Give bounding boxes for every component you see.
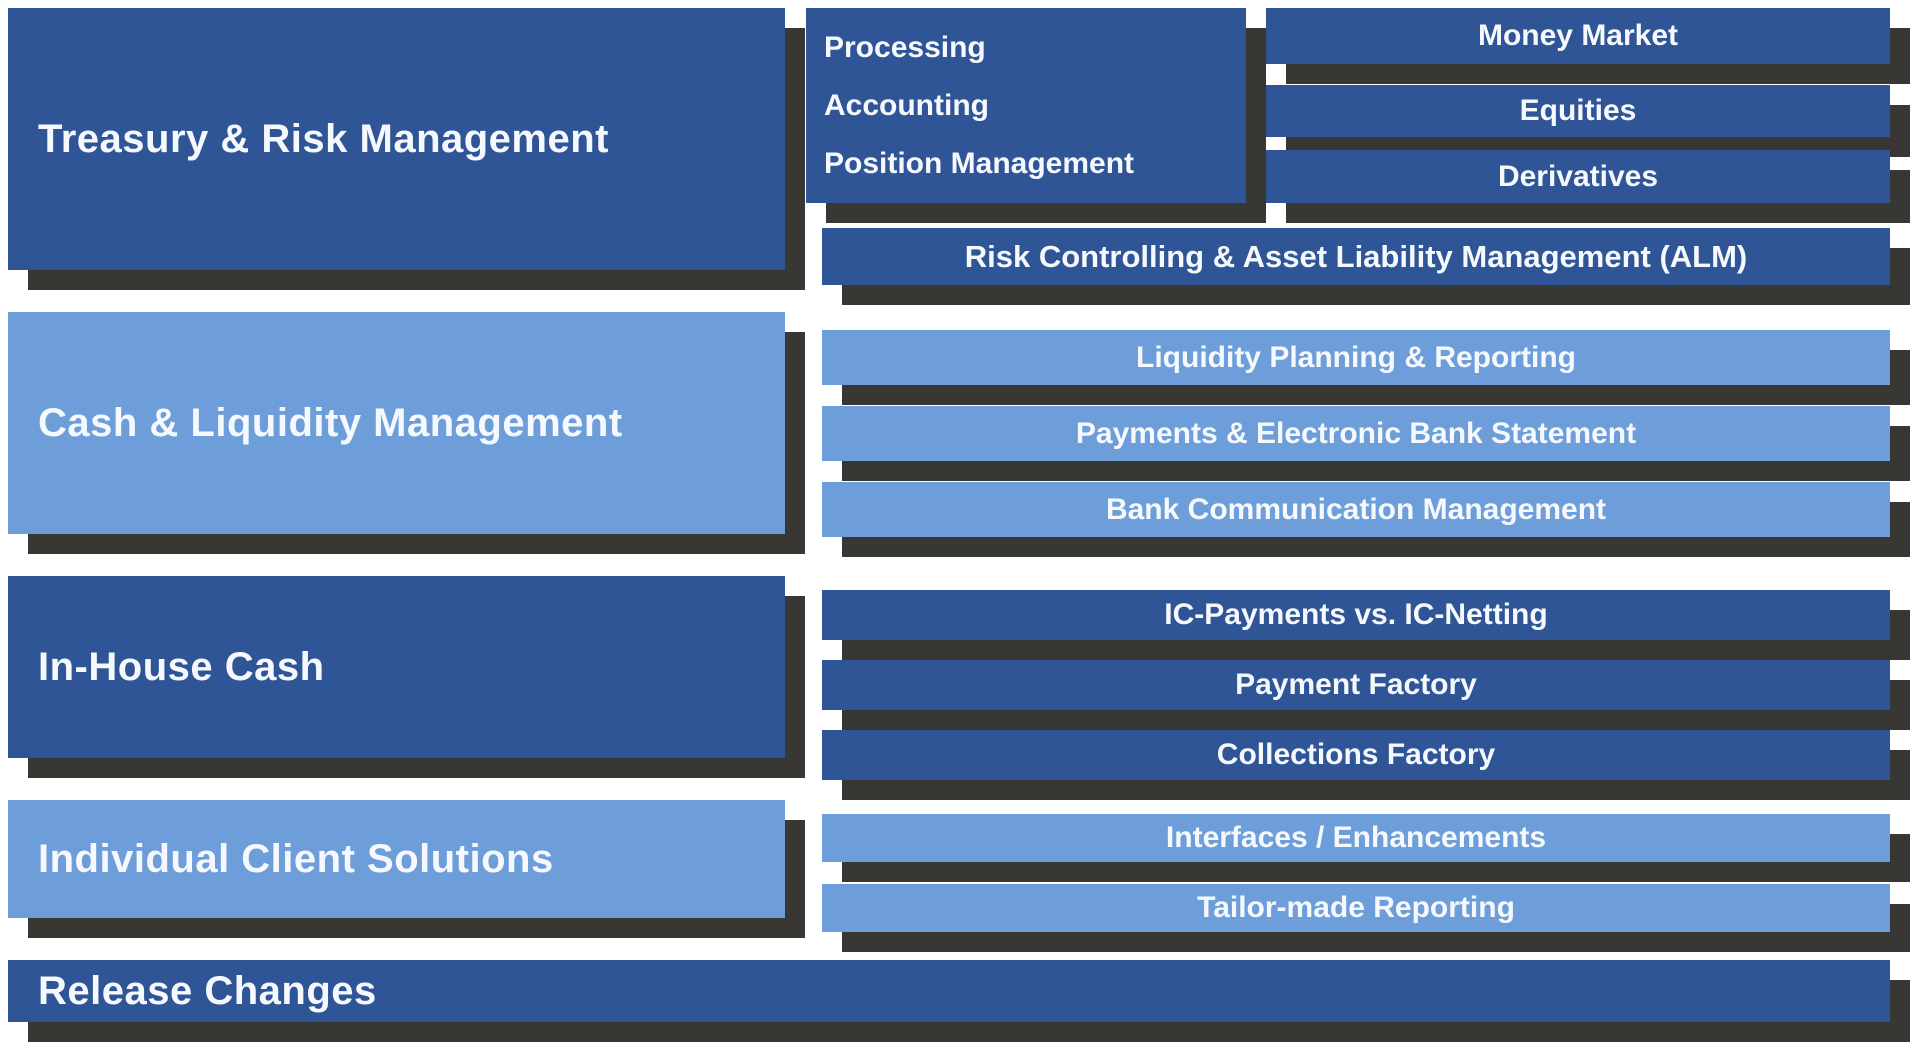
section-title-cash-liquidity-management: Cash & Liquidity Management (8, 312, 785, 534)
item-accounting: Accounting (824, 88, 989, 122)
section-title-treasury-risk-management: Treasury & Risk Management (8, 8, 785, 270)
bar-derivatives: Derivatives (1266, 150, 1890, 203)
bar-ic-payments-vs-ic-netting: IC-Payments vs. IC-Netting (822, 590, 1890, 640)
bar-equities: Equities (1266, 85, 1890, 137)
bar-payments-electronic-bank-statement: Payments & Electronic Bank Statement (822, 406, 1890, 461)
section-title-individual-client-solutions: Individual Client Solutions (8, 800, 785, 918)
bar-collections-factory: Collections Factory (822, 730, 1890, 780)
section-title-in-house-cash: In-House Cash (8, 576, 785, 758)
bar-bank-communication-management: Bank Communication Management (822, 482, 1890, 537)
item-position-management: Position Management (824, 147, 1135, 181)
bar-money-market: Money Market (1266, 8, 1890, 64)
section-title-release-changes: Release Changes (8, 960, 1890, 1022)
bar-risk-controlling-alm: Risk Controlling & Asset Liability Manag… (822, 228, 1890, 285)
bar-liquidity-planning-reporting: Liquidity Planning & Reporting (822, 330, 1890, 385)
bar-interfaces-enhancements: Interfaces / Enhancements (822, 814, 1890, 862)
bar-payment-factory: Payment Factory (822, 660, 1890, 710)
treasury-core-functions-box: Processing Accounting Position Managemen… (806, 8, 1246, 203)
item-processing: Processing (824, 30, 986, 64)
bar-tailor-made-reporting: Tailor-made Reporting (822, 884, 1890, 932)
